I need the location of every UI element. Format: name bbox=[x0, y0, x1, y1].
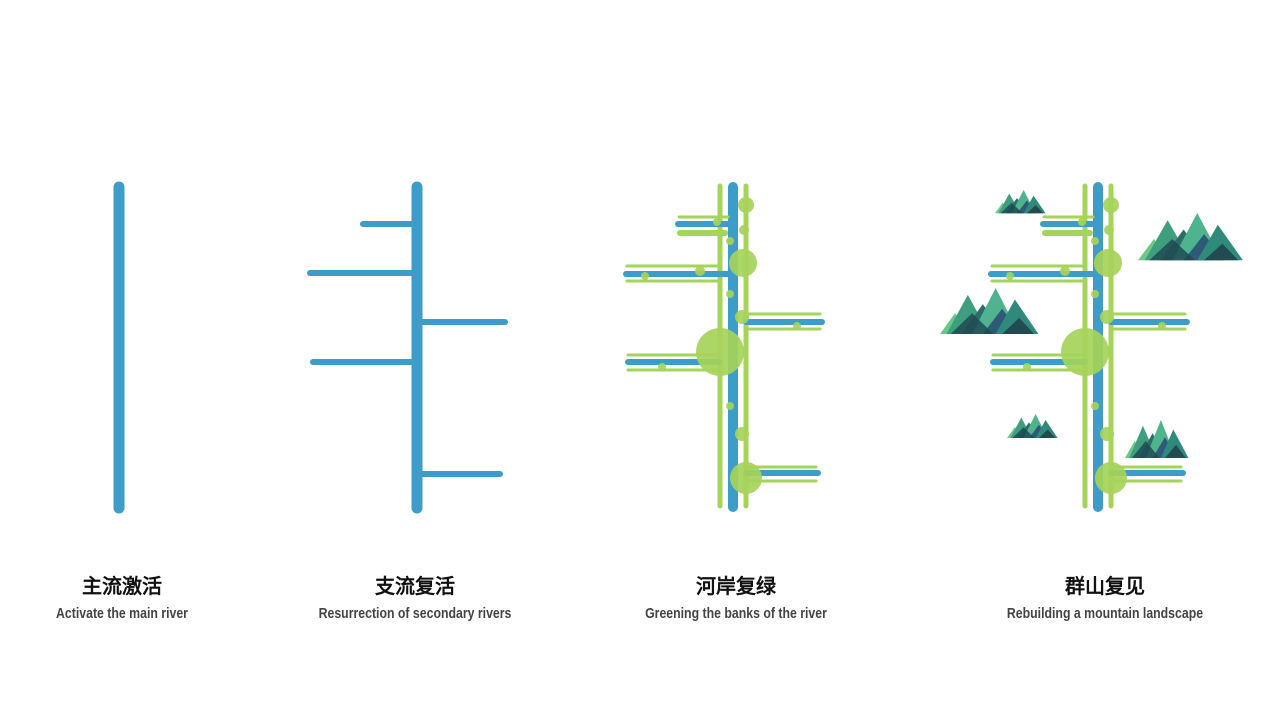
stage-3-subtitle: Greening the banks of the river bbox=[645, 605, 827, 622]
stage-1-title: 主流激活 bbox=[82, 574, 162, 598]
mountain-icon bbox=[940, 288, 1039, 334]
stage-4-subtitle: Rebuilding a mountain landscape bbox=[1006, 605, 1204, 622]
mountain-icon bbox=[1125, 420, 1189, 458]
stage-4-mountains bbox=[940, 186, 1243, 507]
mountain-icon bbox=[995, 190, 1046, 214]
stage-4-title: 群山复见 bbox=[1065, 574, 1145, 598]
stage-2-tributaries bbox=[307, 181, 508, 514]
mountain-icon bbox=[1007, 414, 1058, 438]
stage-3-green-banks bbox=[626, 186, 822, 507]
stage-1-subtitle: Activate the main river bbox=[56, 605, 188, 622]
stage-2-title: 支流复活 bbox=[375, 574, 455, 598]
stage-2-subtitle: Resurrection of secondary rivers bbox=[318, 605, 512, 622]
stage-3-title: 河岸复绿 bbox=[696, 574, 776, 598]
mountain-icon bbox=[1138, 213, 1243, 261]
